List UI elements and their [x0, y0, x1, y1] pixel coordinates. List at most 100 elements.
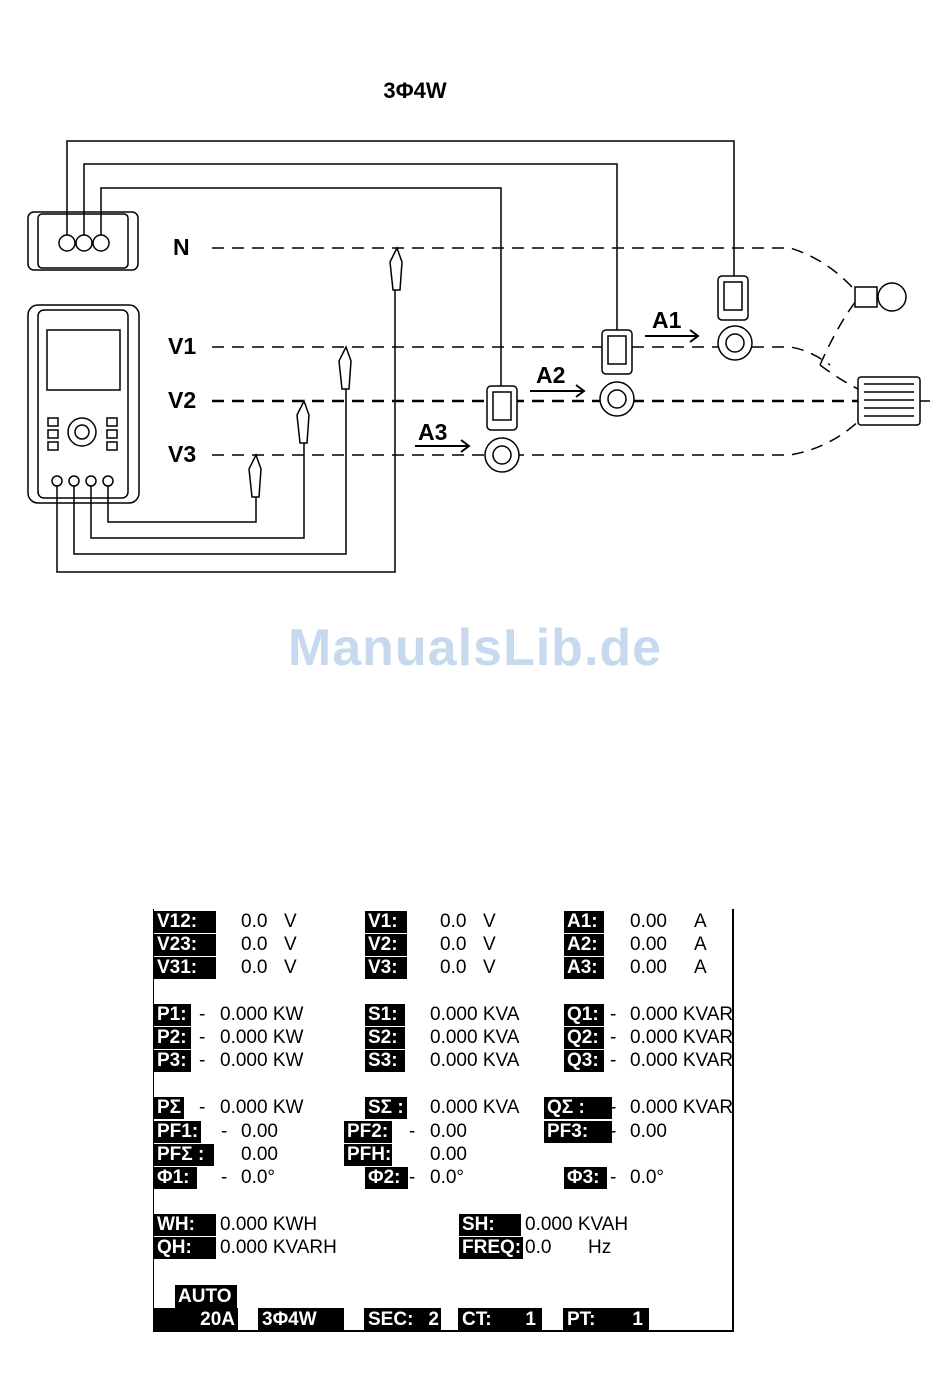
- meter-body: [27, 304, 140, 504]
- q2-value: 0.000 KVAR: [630, 1027, 734, 1048]
- clip-n: [389, 246, 403, 291]
- phase3-sign: -: [610, 1167, 617, 1188]
- auto-mode-indicator: AUTO: [175, 1285, 237, 1308]
- lcd-screen: V12: 0.0 V V23: 0.0 V V31: 0.0 V V1: 0.0…: [153, 909, 734, 1332]
- clip-v1: [338, 345, 352, 390]
- line-n: [212, 247, 861, 297]
- sec-label: SEC:: [368, 1309, 414, 1330]
- q1-value: 0.000 KVAR: [630, 1004, 734, 1025]
- wire-a3: [100, 187, 502, 388]
- v2-unit: V: [483, 934, 496, 955]
- wh-label: WH:: [154, 1214, 216, 1236]
- freq-label: FREQ:: [459, 1237, 523, 1259]
- adapter-jack-2: [75, 234, 93, 252]
- wiring-diagram: [27, 140, 930, 573]
- pf-total-value: 0.00: [241, 1144, 278, 1165]
- v1-unit: V: [483, 911, 496, 932]
- v2-label: V2:: [365, 934, 407, 956]
- meter-display: [46, 329, 121, 391]
- qh-label: QH:: [154, 1237, 216, 1259]
- v12-unit: V: [284, 911, 297, 932]
- a1-value: 0.00: [630, 911, 667, 932]
- clip-v3: [248, 453, 262, 498]
- arrow-a1: [645, 329, 700, 343]
- auto-mode-text: AUTO: [178, 1286, 232, 1307]
- p3-sign: -: [199, 1050, 206, 1071]
- arrow-a2: [530, 384, 586, 398]
- lead-n: [56, 282, 396, 573]
- v3-value: 0.0: [440, 957, 467, 978]
- s1-label: S1:: [365, 1004, 405, 1026]
- q2-label: Q2:: [564, 1027, 604, 1049]
- p3-value: 0.000 KW: [220, 1050, 304, 1071]
- p-total-sign: -: [199, 1097, 206, 1118]
- s-total-label: SΣ :: [365, 1097, 407, 1119]
- s-total-value: 0.000 KVA: [430, 1097, 520, 1118]
- pt-value: 1: [632, 1309, 643, 1330]
- wh-value: 0.000 KWH: [220, 1214, 318, 1235]
- sec-indicator: SEC: 2: [364, 1308, 441, 1331]
- line-v3: [212, 419, 861, 456]
- v31-value: 0.0: [241, 957, 268, 978]
- sec-value: 2: [428, 1309, 439, 1330]
- label-n: N: [173, 234, 190, 260]
- freq-unit: Hz: [588, 1237, 612, 1258]
- sh-value: 0.000 KVAH: [525, 1214, 629, 1235]
- clamp-a2: [599, 329, 635, 417]
- pf1-sign: -: [221, 1121, 228, 1142]
- lamp-bulb-icon: [877, 282, 907, 312]
- label-v1: V1: [168, 333, 197, 359]
- a1-unit: A: [694, 911, 707, 932]
- freq-value: 0.0: [525, 1237, 552, 1258]
- p1-sign: -: [199, 1004, 206, 1025]
- adapter-body: [27, 211, 139, 271]
- v3-unit: V: [483, 957, 496, 978]
- meter-jack-4: [102, 475, 114, 487]
- s2-label: S2:: [365, 1027, 405, 1049]
- phase3-label: Φ3:: [564, 1167, 607, 1189]
- diagram-title: 3Φ4W: [383, 78, 447, 103]
- s3-value: 0.000 KVA: [430, 1050, 520, 1071]
- v2-value: 0.0: [440, 934, 467, 955]
- v1-value: 0.0: [440, 911, 467, 932]
- phase3-value: 0.0°: [630, 1167, 665, 1188]
- p3-label: P3:: [154, 1050, 191, 1072]
- p1-label: P1:: [154, 1004, 191, 1026]
- clip-v2: [296, 399, 310, 444]
- q3-sign: -: [610, 1050, 617, 1071]
- adapter-jack-3: [92, 234, 110, 252]
- pf1-label: PF1:: [154, 1121, 201, 1143]
- pfh-value: 0.00: [430, 1144, 467, 1165]
- p-total-label: PΣ: [154, 1097, 184, 1119]
- lamp-base: [854, 286, 878, 308]
- s1-value: 0.000 KVA: [430, 1004, 520, 1025]
- q-total-label: QΣ :: [544, 1097, 612, 1119]
- lead-v3: [107, 486, 257, 523]
- phase2-label: Φ2:: [365, 1167, 408, 1189]
- lead-v2: [90, 440, 305, 539]
- label-a3: A3: [418, 419, 448, 445]
- q3-value: 0.000 KVAR: [630, 1050, 734, 1071]
- system-text: 3Φ4W: [262, 1309, 317, 1330]
- label-a1: A1: [652, 307, 682, 333]
- label-a2: A2: [536, 362, 566, 388]
- a2-label: A2:: [564, 934, 604, 956]
- v31-unit: V: [284, 957, 297, 978]
- q1-sign: -: [610, 1004, 617, 1025]
- v3-label: V3:: [365, 957, 407, 979]
- meter-jack-1: [51, 475, 63, 487]
- adapter-jack-1: [58, 234, 76, 252]
- q2-sign: -: [610, 1027, 617, 1048]
- v31-label: V31:: [154, 957, 216, 979]
- range-indicator: 20A: [154, 1308, 238, 1331]
- clamp-a1: [717, 275, 753, 361]
- v12-label: V12:: [154, 911, 216, 933]
- wire-a1: [66, 140, 735, 278]
- pf2-label: PF2:: [344, 1121, 392, 1143]
- sh-label: SH:: [459, 1214, 521, 1236]
- pf1-value: 0.00: [241, 1121, 278, 1142]
- pf-total-label: PFΣ :: [154, 1144, 214, 1166]
- pf2-sign: -: [409, 1121, 416, 1142]
- q-total-value: 0.000 KVAR: [630, 1097, 734, 1118]
- v23-unit: V: [284, 934, 297, 955]
